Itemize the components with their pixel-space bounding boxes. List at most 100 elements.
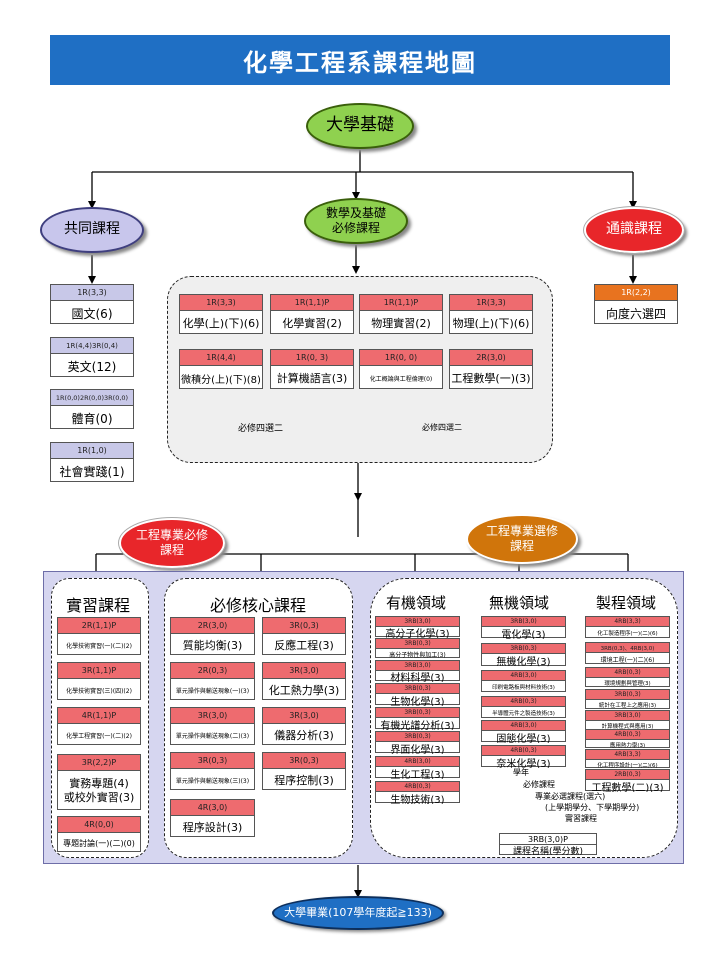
basic-course-programming: 1R(0, 3) 計算機語言(3) — [270, 349, 354, 389]
course-name: 社會實踐(1) — [59, 464, 125, 479]
course-name: 環境規劃與管理(3) — [604, 681, 651, 687]
organic-course-interface: 3RB(0,3) 界面化學(3) — [375, 731, 460, 754]
course-name: 統計在工程上之應用(3) — [598, 703, 657, 709]
legend-credits: (上學期學分、下學期學分) — [545, 803, 640, 812]
course-name: 單元操作與輸送現象(三)(3) — [175, 777, 250, 785]
basic-note-right: 必修四選二 — [422, 423, 462, 432]
pro-elective-node: 工程專業選修 課程 — [466, 514, 578, 564]
course-name: 程序設計(3) — [182, 821, 243, 834]
course-code: 3RB(3,0) — [376, 617, 459, 627]
inorganic-course-nano: 4RB(0,3) 奈米化學(3) — [481, 745, 566, 768]
organic-course-spectroscopy: 3RB(0,3) 有機光譜分析(3) — [375, 707, 460, 731]
course-name: 應用熱力學(3) — [609, 742, 646, 749]
course-name: 有機光譜分析(3) — [380, 720, 455, 731]
course-code: 4RB(0,3) — [482, 697, 565, 707]
legend-name: 課程名稱(學分數) — [512, 846, 584, 856]
common-course-chinese: 1R(3,3) 國文(6) — [50, 284, 134, 324]
practice-course-project: 3R(2,2)P 實務專題(4) 或校外實習(3) — [57, 754, 141, 810]
course-name: 質能均衡(3) — [182, 639, 243, 652]
legend-elective: 專業必選課程(選六) — [535, 792, 606, 801]
course-name: 材料科學(3) — [390, 673, 445, 682]
course-code: 2R(3,0) — [171, 618, 254, 634]
pro-elective-line1: 工程專業選修 — [485, 524, 558, 538]
course-code: 4R(1,1)P — [58, 708, 140, 724]
course-name: 專題討論(一)(二)(0) — [63, 838, 135, 848]
course-name: 化學技術實習(三)(四)(2) — [66, 687, 132, 695]
course-code: 4RB(0,3) — [376, 782, 459, 792]
basic-note-left: 必修四選二 — [238, 424, 284, 434]
basic-course-chemistry-lab: 1R(1,1)P 化學實習(2) — [270, 294, 354, 334]
course-code: 1R(3,3) — [180, 295, 262, 311]
course-code: 1R(0,0)2R(0,0)3R(0,0) — [51, 390, 133, 406]
course-code: 3RB(0,3) — [376, 684, 459, 694]
course-name: 化學(上)(下)(6) — [182, 317, 260, 330]
basic-course-eng-math-1: 2R(3,0) 工程數學(一)(3) — [449, 349, 533, 389]
pro-required-line2: 課程 — [159, 543, 184, 557]
process-course-statistics: 3RB(0,3) 統計在工程上之應用(3) — [585, 689, 670, 709]
course-name: 國文(6) — [71, 306, 113, 321]
course-name-line1: 實務專題(4) — [69, 776, 129, 790]
course-code: 4RB(0,3) — [586, 730, 669, 740]
course-code: 3R(0,3) — [263, 753, 345, 769]
legend-sample-box: 3RB(3,0)P 課程名稱(學分數) — [499, 833, 597, 855]
practice-course-3: 4R(1,1)P 化學工程實習(一)(二)(2) — [57, 707, 141, 745]
organic-title: 有機領域 — [386, 594, 447, 612]
course-code: 2R(0,3) — [171, 663, 254, 679]
course-code: 3R(3,0) — [171, 708, 254, 724]
inorganic-title: 無機領域 — [489, 594, 550, 612]
course-code: 3R(3,0) — [263, 708, 345, 724]
course-name: 化工概論與工程倫理(0) — [369, 375, 433, 383]
course-name: 向度六選四 — [605, 306, 666, 321]
process-course-eng-math-2: 2RB(0,3) 工程數學(二)(3) — [585, 769, 670, 792]
math-basic-line2: 必修課程 — [331, 221, 380, 235]
process-course-env-planning: 4RB(0,3) 環境規劃與管理(3) — [585, 667, 670, 687]
course-name: 化工熱力學(3) — [268, 684, 340, 697]
pro-required-line1: 工程專業必修 — [135, 528, 208, 542]
course-code: 1R(0, 3) — [271, 350, 353, 366]
course-name: 生化工程(3) — [390, 769, 445, 780]
course-code: 3RB(0,3) — [586, 690, 669, 700]
page-title: 化學工程系課程地圖 — [50, 35, 670, 85]
course-code: 4RB(0,3) — [482, 746, 565, 756]
course-code: 2R(3,0) — [450, 350, 532, 366]
course-code: 3RB(0,3) — [376, 732, 459, 742]
core-course-process-control: 3R(0,3) 程序控制(3) — [262, 752, 346, 790]
process-course-process-design: 4RB(3,3) 化工程序設計(一)(二)(6) — [585, 749, 670, 769]
course-name: 化學技術實習(一)(二)(2) — [66, 642, 132, 650]
course-name: 高分子物性與加工(3) — [389, 651, 446, 659]
process-course-manufacturing: 4RB(3,3) 化工製造程序(一)(二)(6) — [585, 616, 670, 638]
legend-practice: 實習課程 — [565, 814, 597, 823]
course-code: 1R(2,2) — [595, 285, 677, 301]
process-course-environmental: 3RB(0,3)、4RB(3,0) 環境工程(一)(二)(6) — [585, 642, 670, 664]
process-course-applied-thermo: 4RB(0,3) 應用熱力學(3) — [585, 729, 670, 749]
process-course-programming: 3RB(3,0) 計算機程式與應用(3) — [585, 710, 670, 730]
course-name: 物理(上)(下)(6) — [452, 317, 530, 330]
core-course-unit-op-2: 3R(3,0) 單元操作與輸送現象(二)(3) — [170, 707, 255, 745]
basic-course-chemistry: 1R(3,3) 化學(上)(下)(6) — [179, 294, 263, 334]
inorganic-course-semiconductor: 4RB(0,3) 半導體元件之製造技術(3) — [481, 696, 566, 718]
course-name: 生物技術(3) — [390, 794, 445, 805]
course-name: 工程數學(一)(3) — [451, 372, 531, 385]
pro-required-node: 工程專業必修 課程 — [118, 517, 226, 569]
course-name: 高分子化學(3) — [385, 629, 450, 638]
core-course-thermo: 3R(3,0) 化工熱力學(3) — [262, 662, 346, 700]
legend-code: 3RB(3,0)P — [500, 834, 596, 845]
course-name: 化工製造程序(一)(二)(6) — [597, 631, 658, 637]
practice-course-2: 3R(1,1)P 化學技術實習(三)(四)(2) — [57, 662, 141, 700]
course-code: 4RB(3,0) — [482, 721, 565, 731]
course-name: 單元操作與輸送現象(一)(3) — [175, 687, 250, 695]
course-code: 3RB(0,3) — [376, 639, 459, 649]
math-basic-line1: 數學及基礎 — [325, 206, 386, 220]
course-code: 1R(1,0) — [51, 443, 133, 459]
practice-course-1: 2R(1,1)P 化學技術實習(一)(二)(2) — [57, 617, 141, 655]
common-course-social-practice: 1R(1,0) 社會實踐(1) — [50, 442, 134, 482]
course-name: 反應工程(3) — [274, 639, 334, 652]
course-name: 計算機程式與應用(3) — [601, 724, 654, 730]
course-code: 1R(4,4)3R(0,4) — [51, 338, 133, 354]
course-code: 2R(1,1)P — [58, 618, 140, 634]
legend-year: 學年 — [513, 768, 529, 777]
course-code: 1R(4,4) — [180, 350, 262, 366]
basic-course-physics: 1R(3,3) 物理(上)(下)(6) — [449, 294, 533, 334]
organic-course-materials: 3RB(3,0) 材料科學(3) — [375, 660, 460, 682]
math-basic-node: 數學及基礎 必修課程 — [304, 198, 408, 244]
